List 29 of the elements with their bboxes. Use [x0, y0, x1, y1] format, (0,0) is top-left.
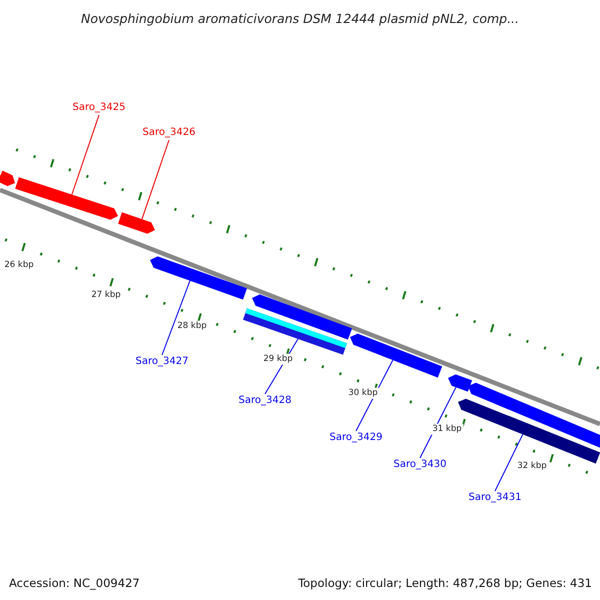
scale-label: 32 kbp [515, 460, 549, 472]
leader-line [71, 114, 100, 196]
gene-label: Saro_3426 [142, 128, 196, 138]
accession-text: Accession: NC_009427 [9, 576, 140, 590]
gene-feature [150, 256, 247, 300]
gene-feature [468, 382, 600, 448]
gene-label: Saro_3430 [394, 460, 446, 470]
gene-label: Saro_3429 [330, 433, 382, 443]
scale-label: 26 kbp [2, 260, 36, 270]
plasmid-info-text: Topology: circular; Length: 487,268 bp; Genes: 431 [298, 576, 592, 590]
gene-feature [0, 170, 15, 186]
gene-label: Saro_3428 [238, 396, 292, 406]
scale-label: 27 kbp [89, 290, 123, 300]
scale-label: 28 kbp [175, 320, 209, 332]
gene-feature [15, 177, 118, 220]
leader-line [494, 434, 524, 492]
gene-feature [448, 374, 472, 392]
gene-feature [350, 334, 442, 378]
gene-label: Saro_3425 [72, 103, 126, 113]
gene-label: Saro_3427 [136, 357, 188, 367]
diagram-title: Novosphingobium aromaticivorans DSM 12444 plasmid pNL2, comp... [80, 11, 520, 26]
scale-label: 30 kbp [346, 388, 380, 398]
gene-feature [118, 212, 155, 234]
scale-label: 31 kbp [430, 424, 464, 434]
gene-label: Saro_3431 [468, 493, 522, 503]
leader-line [162, 280, 190, 356]
leader-line [141, 140, 170, 220]
scale-label: 29 kbp [261, 354, 295, 364]
gene-feature [252, 294, 352, 340]
